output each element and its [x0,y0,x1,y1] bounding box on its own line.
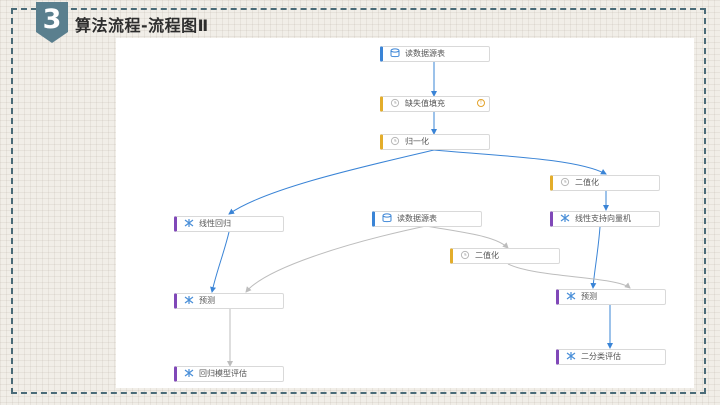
node-read-source-2[interactable]: 读数据源表 [372,211,482,227]
node-label: 预测 [581,292,597,301]
model-icon [183,218,195,228]
edge-bin2-pred2 [507,263,631,289]
clock-icon [389,98,401,108]
flowchart-canvas: 读数据源表 缺失值填充 ! 归一化 二值化 线性回归 读数据源表 线性支持向量机… [116,38,694,388]
node-label: 线性回归 [199,219,231,228]
slide-frame [11,8,706,394]
node-predict-1[interactable]: 预测 [174,293,284,309]
node-linear-svm[interactable]: 线性支持向量机 [550,211,660,227]
model-icon [183,368,195,378]
database-icon [381,213,393,223]
model-icon [565,351,577,361]
node-label: 预测 [199,296,215,305]
slide-number-badge: 3 [34,2,70,43]
model-icon [183,295,195,305]
edge-svm-pred2 [590,226,601,289]
node-label: 缺失值填充 [405,99,445,108]
node-binarize-1[interactable]: 二值化 [550,175,660,191]
node-label: 回归模型评估 [199,369,247,378]
node-label: 二值化 [475,251,499,260]
node-read-source-1[interactable]: 读数据源表 [380,46,490,62]
node-label: 二分类评估 [581,352,621,361]
model-icon [565,291,577,301]
slide-number: 3 [42,4,62,35]
node-label: 二值化 [575,178,599,187]
clock-icon [559,177,571,187]
clock-icon [459,250,471,260]
node-label: 读数据源表 [405,49,445,58]
node-label: 线性支持向量机 [575,214,631,223]
badge-shape-icon [36,2,68,43]
node-linear-regression[interactable]: 线性回归 [174,216,284,232]
node-binary-eval[interactable]: 二分类评估 [556,349,666,365]
node-regression-eval[interactable]: 回归模型评估 [174,366,284,382]
edge-linreg-pred1 [210,231,230,293]
node-label: 归一化 [405,137,429,146]
model-icon [559,213,571,223]
slide-title: 算法流程-流程图Ⅱ [75,16,209,35]
clock-icon [389,136,401,146]
node-missing-fill[interactable]: 缺失值填充 ! [380,96,490,112]
database-icon [389,48,401,58]
node-label: 读数据源表 [397,214,437,223]
warning-icon[interactable]: ! [477,99,485,107]
node-predict-2[interactable]: 预测 [556,289,666,305]
edge-read2-bin2 [425,225,509,249]
node-binarize-2[interactable]: 二值化 [450,248,560,264]
edge-read2-pred1 [245,225,427,293]
node-normalize[interactable]: 归一化 [380,134,490,150]
flow-edges [210,62,631,367]
edge-norm-linreg [228,149,435,215]
edge-norm-bin1 [433,149,607,175]
